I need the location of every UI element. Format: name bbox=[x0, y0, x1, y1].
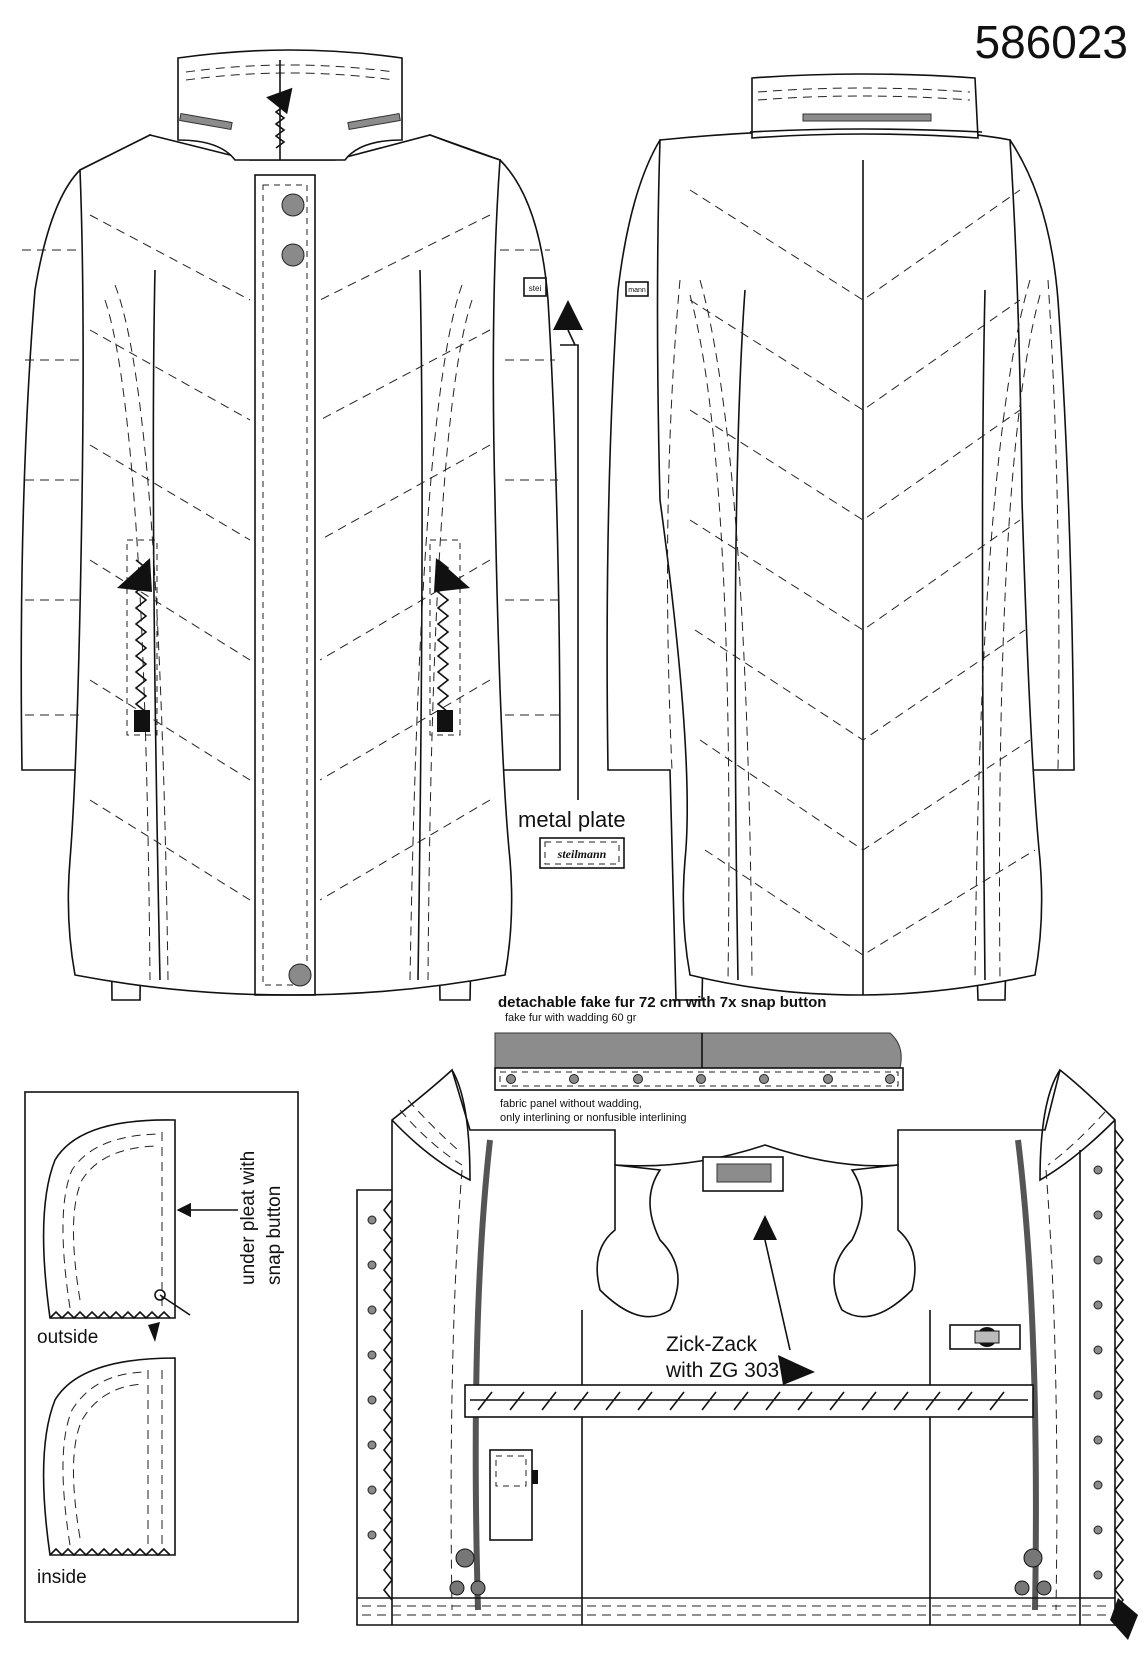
collar-outside bbox=[42, 1119, 191, 1342]
collar-reflective-right bbox=[347, 112, 401, 131]
front-body bbox=[67, 134, 513, 996]
back-quilting bbox=[689, 189, 1036, 956]
under-pleat-label-line1: under pleat with bbox=[238, 1151, 259, 1285]
front-view: stei bbox=[20, 49, 583, 1001]
front-placket bbox=[254, 174, 316, 996]
zipper-end-left bbox=[449, 1548, 486, 1596]
snap-button-icon bbox=[823, 1074, 833, 1084]
zipper-end-right bbox=[1014, 1548, 1052, 1596]
collar-detail-box bbox=[24, 1091, 299, 1623]
collar-zipper-pull-icon bbox=[266, 87, 293, 115]
panel-note-line2: only interlining or nonfusible interlini… bbox=[500, 1112, 687, 1124]
pocket-zipper-pull-icon bbox=[117, 558, 152, 592]
metal-plate-label: metal plate bbox=[518, 807, 626, 832]
front-pocket-right bbox=[429, 539, 470, 736]
back-collar-reflective bbox=[802, 113, 932, 122]
collar-reflective-left bbox=[179, 112, 233, 131]
inside-pocket bbox=[489, 1449, 538, 1541]
snap-button-icon bbox=[506, 1074, 516, 1084]
outside-label: outside bbox=[37, 1327, 98, 1348]
fur-collar bbox=[494, 1032, 904, 1091]
under-pleat-label-line2: snap button bbox=[264, 1186, 285, 1285]
article-number: 586023 bbox=[975, 16, 1129, 68]
snap-button-icon bbox=[569, 1074, 579, 1084]
inner-label-arrow-icon bbox=[753, 1215, 777, 1240]
metal-plate bbox=[539, 837, 625, 869]
zigzag-arrow-icon bbox=[778, 1355, 815, 1385]
zigzag-label-line1: Zick-Zack bbox=[666, 1333, 757, 1356]
sleeve-badge-text: stei bbox=[529, 284, 542, 293]
snap-button-icon bbox=[288, 963, 312, 987]
back-view: mann bbox=[606, 73, 1075, 1001]
zigzag-label-line2: with ZG 303 bbox=[665, 1359, 779, 1382]
snap-button-icon bbox=[759, 1074, 769, 1084]
hanger-tab bbox=[949, 1324, 1021, 1350]
snap-button-icon bbox=[696, 1074, 706, 1084]
front-pocket-left bbox=[117, 539, 158, 736]
back-sleeve-badge-text: mann bbox=[628, 287, 646, 294]
metal-plate-arrow-icon bbox=[553, 300, 583, 330]
zigzag-band bbox=[464, 1384, 1034, 1418]
inside-label: inside bbox=[37, 1567, 87, 1588]
pocket-zipper-pull-icon bbox=[434, 558, 470, 592]
back-collar bbox=[751, 73, 979, 139]
fur-title: detachable fake fur 72 cm with 7x snap b… bbox=[498, 994, 826, 1011]
panel-note-line1: fabric panel without wadding, bbox=[500, 1098, 642, 1110]
snap-button-icon bbox=[281, 243, 305, 267]
snap-button-icon bbox=[281, 193, 305, 217]
inside-lining bbox=[356, 1068, 1116, 1626]
metal-plate-brand: steilmann bbox=[557, 847, 607, 861]
front-collar bbox=[177, 49, 403, 161]
collar-inside bbox=[42, 1357, 176, 1557]
sleeve-badge bbox=[523, 277, 547, 297]
front-quilting bbox=[22, 214, 560, 901]
inside-view bbox=[356, 1068, 1138, 1640]
back-sleeve-badge bbox=[625, 281, 649, 297]
snap-button-icon bbox=[633, 1074, 643, 1084]
fur-subtitle: fake fur with wadding 60 gr bbox=[505, 1012, 637, 1024]
snap-button-icon bbox=[885, 1074, 895, 1084]
back-body bbox=[656, 129, 1043, 996]
